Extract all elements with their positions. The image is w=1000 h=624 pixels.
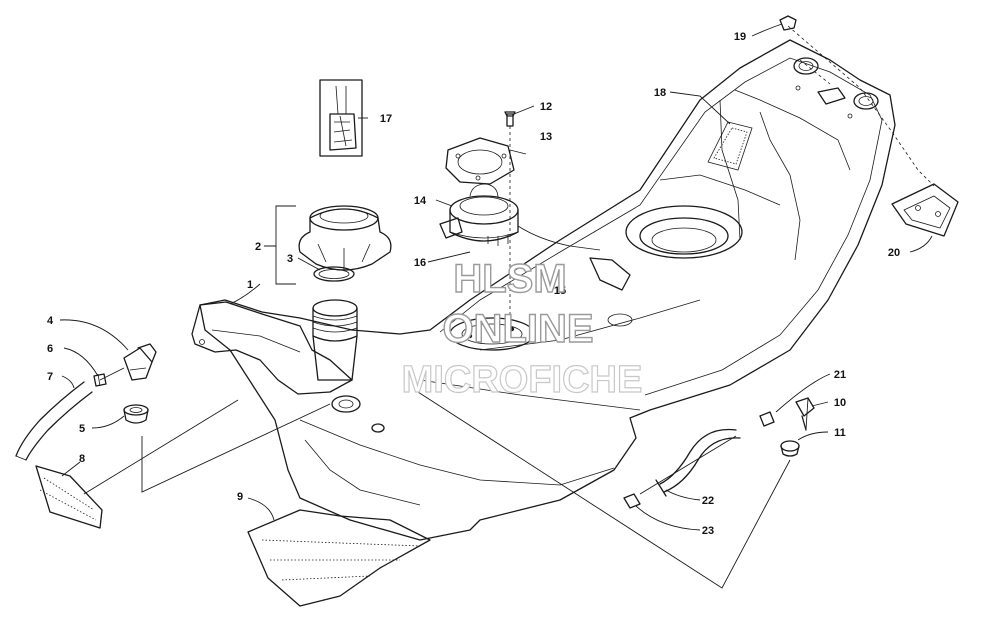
callout-21: 21 (834, 369, 846, 381)
fuel-cap (298, 205, 392, 271)
callout-18: 18 (654, 87, 666, 99)
strap-bracket (891, 183, 959, 237)
watermark-line-3: MICROFICHE (402, 359, 643, 401)
filler-neck (312, 299, 358, 381)
callout-5: 5 (79, 423, 85, 435)
drain-hose (655, 428, 741, 497)
callout-20: 20 (888, 247, 900, 259)
callout-13: 13 (540, 131, 552, 143)
callout-23: 23 (702, 525, 714, 537)
drain-nut (759, 411, 775, 427)
callout-14: 14 (414, 195, 427, 207)
callout-15: 15 (554, 285, 566, 297)
callout-7: 7 (47, 371, 53, 383)
pump-gasket (445, 137, 515, 185)
vent-hose (15, 381, 93, 461)
watermark-line-2: ONLINE (442, 307, 593, 351)
callout-17: 17 (380, 113, 392, 125)
callout-22: 22 (702, 495, 714, 507)
cap-gasket (313, 266, 355, 282)
callout-labels: 1 2 3 4 5 6 7 8 9 10 11 12 13 14 15 16 1… (47, 31, 900, 537)
callout-10: 10 (834, 397, 846, 409)
callout-9: 9 (237, 491, 243, 503)
fuel-tank-body (199, 39, 896, 541)
clamp (93, 373, 107, 387)
pump-screw (504, 111, 516, 127)
callout-3: 3 (287, 253, 293, 265)
vent-valve (123, 343, 157, 381)
upper-shield (191, 301, 353, 395)
watermark: HLSM ONLINE MICROFICHE (401, 256, 643, 401)
callout-6: 6 (47, 343, 53, 355)
fuel-pump (439, 183, 601, 251)
callout-8: 8 (79, 453, 85, 465)
fastener-nut (779, 15, 797, 31)
callout-12: 12 (540, 101, 552, 113)
callout-leaders (59, 23, 933, 531)
callout-16: 16 (414, 257, 426, 269)
sender-harness-inset (319, 79, 363, 157)
drain-fitting (795, 397, 815, 431)
lower-skid-pad (247, 509, 431, 607)
callout-4: 4 (47, 315, 54, 327)
heat-shield-pad (35, 465, 103, 529)
callout-19: 19 (734, 31, 746, 43)
drain-cap (623, 493, 641, 509)
callout-2: 2 (255, 241, 261, 253)
callout-11: 11 (834, 427, 846, 439)
watermark-line-1: HLSM (453, 257, 566, 301)
callout-1: 1 (247, 279, 253, 291)
drain-grommet (780, 440, 800, 457)
grommet-left (123, 404, 149, 424)
